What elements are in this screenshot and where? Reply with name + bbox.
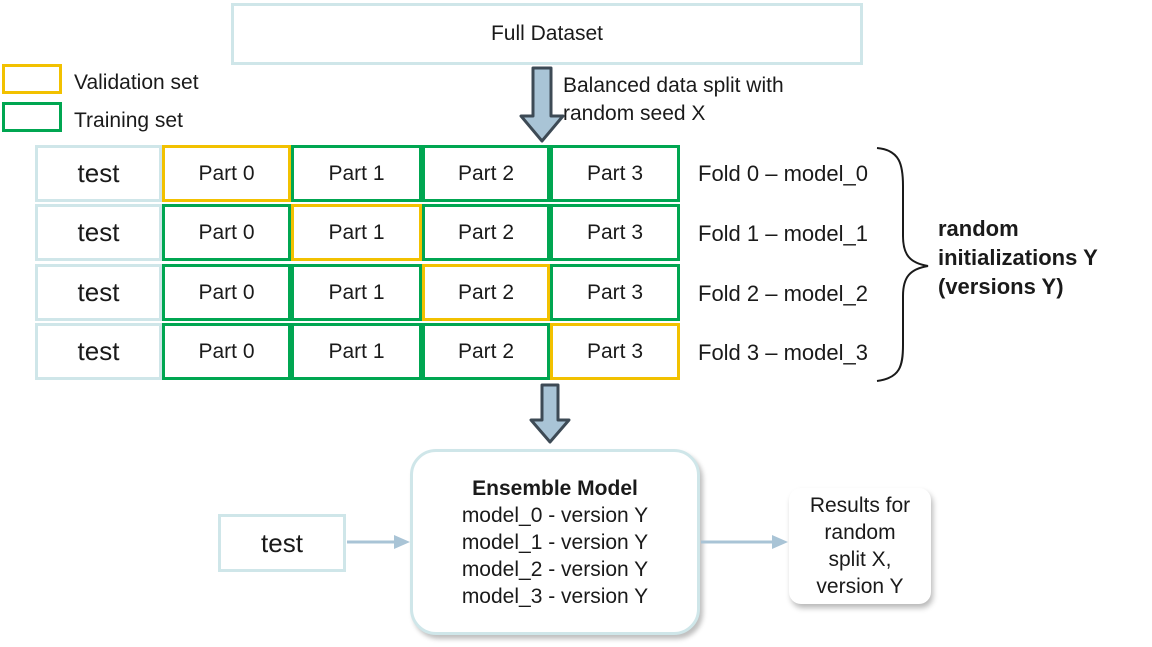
test-cell: test: [35, 323, 162, 380]
fold-label-2: Fold 2 – model_2: [698, 281, 868, 306]
part-cell-3: Part 3: [550, 145, 680, 202]
random-init-line1: random: [938, 216, 1019, 241]
ensemble-line-0: model_0 - version Y: [461, 503, 649, 527]
validation-legend-swatch: [2, 64, 62, 94]
part-cell-2: Part 2: [422, 204, 550, 261]
part-cell-1: Part 1: [291, 204, 422, 261]
ensemble-title: Ensemble Model: [472, 476, 638, 500]
part-cell-0: Part 0: [162, 264, 291, 321]
results-line-2: split X,: [828, 548, 892, 571]
test-input-box: test: [218, 514, 346, 572]
part-cell-0: Part 0: [162, 145, 291, 202]
fold-label-0: Fold 0 – model_0: [698, 161, 868, 186]
part-cell-1: Part 1: [291, 264, 422, 321]
part-cell-1: Part 1: [291, 323, 422, 380]
validation-legend-label: Validation set: [74, 71, 199, 94]
split-description-line2: random seed X: [563, 102, 706, 125]
part-cell-3: Part 3: [550, 264, 680, 321]
test-input-label: test: [261, 527, 303, 558]
results-line-3: version Y: [816, 575, 904, 598]
right-curly-brace: [876, 147, 929, 382]
ensemble-to-results-arrowhead: [772, 535, 788, 549]
part-cell-2: Part 2: [422, 323, 550, 380]
part-cell-2: Part 2: [422, 264, 550, 321]
full-dataset-box: Full Dataset: [231, 3, 863, 65]
results-box: Results for random split X, version Y: [789, 488, 931, 604]
ensemble-down-arrow: [529, 383, 571, 444]
split-down-arrow: [519, 66, 565, 143]
test-cell: test: [35, 204, 162, 261]
results-line-0: Results for: [809, 494, 911, 517]
random-init-line2: initializations Y: [938, 245, 1098, 270]
part-cell-0: Part 0: [162, 204, 291, 261]
fold-label-1: Fold 1 – model_1: [698, 221, 868, 246]
full-dataset-label: Full Dataset: [490, 22, 604, 45]
ensemble-line-1: model_1 - version Y: [461, 530, 649, 554]
part-cell-3: Part 3: [550, 323, 680, 380]
test-cell: test: [35, 264, 162, 321]
split-description-line1: Balanced data split with: [563, 74, 784, 97]
random-init-line3: (versions Y): [938, 274, 1064, 299]
results-line-1: random: [824, 521, 896, 544]
ensemble-line-3: model_3 - version Y: [461, 584, 649, 608]
fold-label-3: Fold 3 – model_3: [698, 340, 868, 365]
training-legend-label: Training set: [74, 109, 183, 132]
part-cell-2: Part 2: [422, 145, 550, 202]
part-cell-0: Part 0: [162, 323, 291, 380]
part-cell-3: Part 3: [550, 204, 680, 261]
training-legend-swatch: [2, 102, 62, 132]
part-cell-1: Part 1: [291, 145, 422, 202]
ensemble-model-box: Ensemble Model model_0 - version Y model…: [410, 449, 700, 635]
ensemble-line-2: model_2 - version Y: [461, 557, 649, 581]
test-cell: test: [35, 145, 162, 202]
test-to-ensemble-arrowhead: [394, 535, 410, 549]
